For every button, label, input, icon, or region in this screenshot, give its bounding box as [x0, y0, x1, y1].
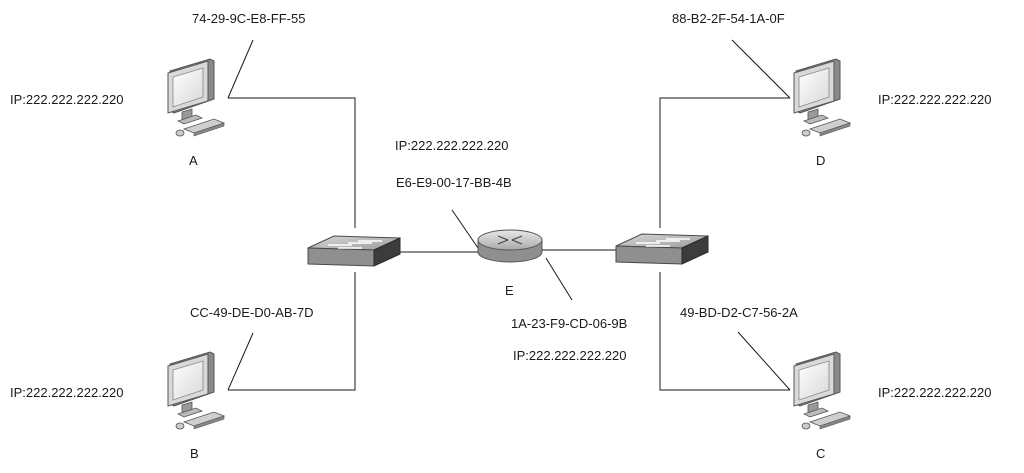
router-e-right-mac: 1A-23-F9-CD-06-9B: [511, 316, 628, 331]
host-d-name: D: [816, 153, 826, 168]
connection-lines: [227, 39, 791, 391]
link-switch-c: [659, 272, 790, 391]
switch-icon-right: [615, 233, 709, 265]
leader-c-mac: [737, 331, 791, 391]
link-b-switch: [228, 272, 356, 391]
router-e-left-mac: E6-E9-00-17-BB-4B: [396, 175, 512, 190]
host-b-name: B: [190, 446, 199, 461]
leader-b-mac: [227, 332, 254, 391]
router-e-left-ip: IP:222.222.222.220: [395, 138, 509, 153]
host-b-mac: CC-49-DE-D0-AB-7D: [190, 305, 314, 320]
leader-d-mac: [731, 39, 791, 99]
host-a-mac: 74-29-9C-E8-FF-55: [192, 11, 306, 26]
leader-e-left-mac: [451, 209, 479, 249]
leader-a-mac: [227, 39, 254, 99]
router-icon: [477, 229, 543, 263]
link-switch-d: [659, 97, 790, 228]
router-e-name: E: [505, 283, 514, 298]
computer-icon-c: [793, 351, 851, 430]
switch-icon-left: [307, 235, 401, 267]
link-a-switch: [228, 97, 356, 228]
host-a-name: A: [189, 153, 198, 168]
host-c-mac: 49-BD-D2-C7-56-2A: [680, 305, 798, 320]
host-b-ip: IP:222.222.222.220: [10, 385, 124, 400]
computer-icon-b: [167, 351, 225, 430]
leader-e-right-mac: [545, 257, 573, 301]
host-a-ip: IP:222.222.222.220: [10, 92, 124, 107]
computer-icon-a: [167, 58, 225, 137]
computer-icon-d: [793, 58, 851, 137]
host-c-name: C: [816, 446, 826, 461]
host-c-ip: IP:222.222.222.220: [878, 385, 992, 400]
router-e-right-ip: IP:222.222.222.220: [513, 348, 627, 363]
host-d-ip: IP:222.222.222.220: [878, 92, 992, 107]
host-d-mac: 88-B2-2F-54-1A-0F: [672, 11, 785, 26]
